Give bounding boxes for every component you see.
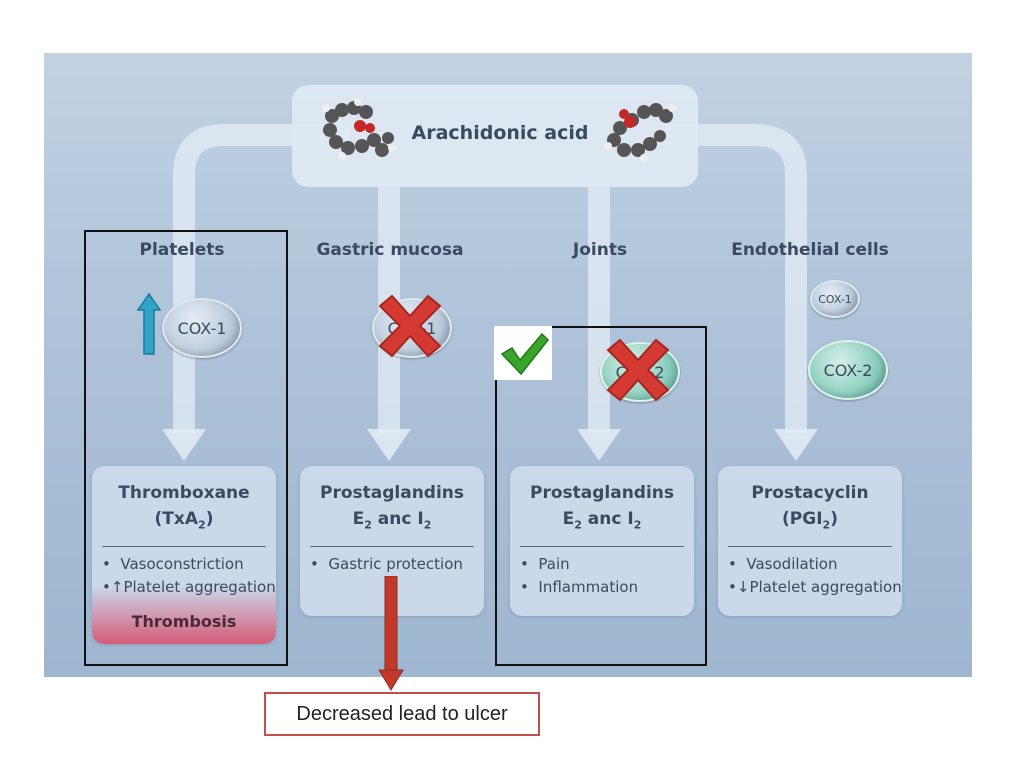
product-title-prostaglandins: Prostaglandins [529, 483, 675, 503]
highlight-frame-joints [495, 326, 707, 666]
product-box-prostaglandins-joints: Prostaglandins E2 anc I2 • Pain • Inflam… [510, 466, 694, 616]
checkmark-badge [494, 326, 552, 380]
flow-arrowhead-endothelial [774, 429, 818, 461]
bullet-item: • Gastric protection [310, 555, 463, 574]
bullet-item: • Inflammation [520, 578, 639, 597]
flow-line-platelets [173, 124, 350, 433]
flow-arrowhead-platelets [162, 429, 206, 461]
divider [102, 546, 266, 548]
cox1-enzyme-endothelial: COX-1 [810, 280, 860, 318]
molecule-icon-left [322, 98, 396, 160]
thrombosis-highlight [92, 586, 276, 644]
product-box-prostacyclin: Prostacyclin (PGI2) • Vasodilation •↓Pla… [718, 466, 902, 616]
increase-arrow-icon: ↑ [110, 578, 124, 597]
product-title-prostacyclin: Prostacyclin [751, 483, 869, 503]
bullet-item: • Vasoconstriction [102, 555, 244, 574]
divider [520, 546, 684, 548]
product-formula-e2-i2: E2 anc I2 [352, 509, 432, 532]
product-formula-txa2: (TxA2) [154, 509, 214, 532]
up-arrow-icon [136, 292, 162, 355]
decrease-arrow-icon: ↓ [736, 578, 750, 597]
bullet-item: •↓Platelet aggregation [728, 578, 902, 597]
column-label-platelets: Platelets [139, 240, 225, 260]
molecule-icon-right [604, 103, 676, 162]
ulcer-annotation: Decreased lead to ulcer [264, 692, 540, 736]
checkmark-icon [500, 332, 550, 376]
column-label-endothelial-cells: Endothelial cells [731, 240, 889, 260]
product-title-thromboxane: Thromboxane [118, 483, 250, 503]
product-title-prostaglandins: Prostaglandins [319, 483, 465, 503]
flow-arrowhead-gastric [367, 429, 411, 461]
flow-arrowhead-joints [577, 429, 621, 461]
outcome-thrombosis: Thrombosis [131, 612, 237, 631]
column-label-gastric-mucosa: Gastric mucosa [316, 240, 464, 260]
arachidonic-acid-label: Arachidonic acid [411, 122, 589, 144]
bullet-item: •↑Platelet aggregation [102, 578, 276, 597]
bullet-item: • Pain [520, 555, 570, 574]
bullet-item: • Vasodilation [728, 555, 838, 574]
highlight-frame-platelets [84, 230, 288, 666]
divider [310, 546, 474, 548]
product-box-prostaglandins-gastric: Prostaglandins E2 anc I2 • Gastric prote… [300, 466, 484, 616]
product-box-thromboxane: Thromboxane (TxA2) • Vasoconstriction •↑… [92, 466, 276, 644]
down-arrow-icon [378, 576, 404, 691]
cross-icon-joints [606, 338, 670, 402]
product-formula-pgi2: (PGI2) [782, 509, 838, 532]
cox1-enzyme-platelets: COX-1 [162, 298, 242, 358]
flow-line-endothelial [666, 124, 807, 433]
cross-icon-gastric [378, 294, 442, 358]
cox2-enzyme-endothelial: COX-2 [808, 340, 888, 400]
product-formula-e2-i2: E2 anc I2 [562, 509, 642, 532]
column-label-joints: Joints [572, 240, 628, 260]
divider [728, 546, 892, 548]
